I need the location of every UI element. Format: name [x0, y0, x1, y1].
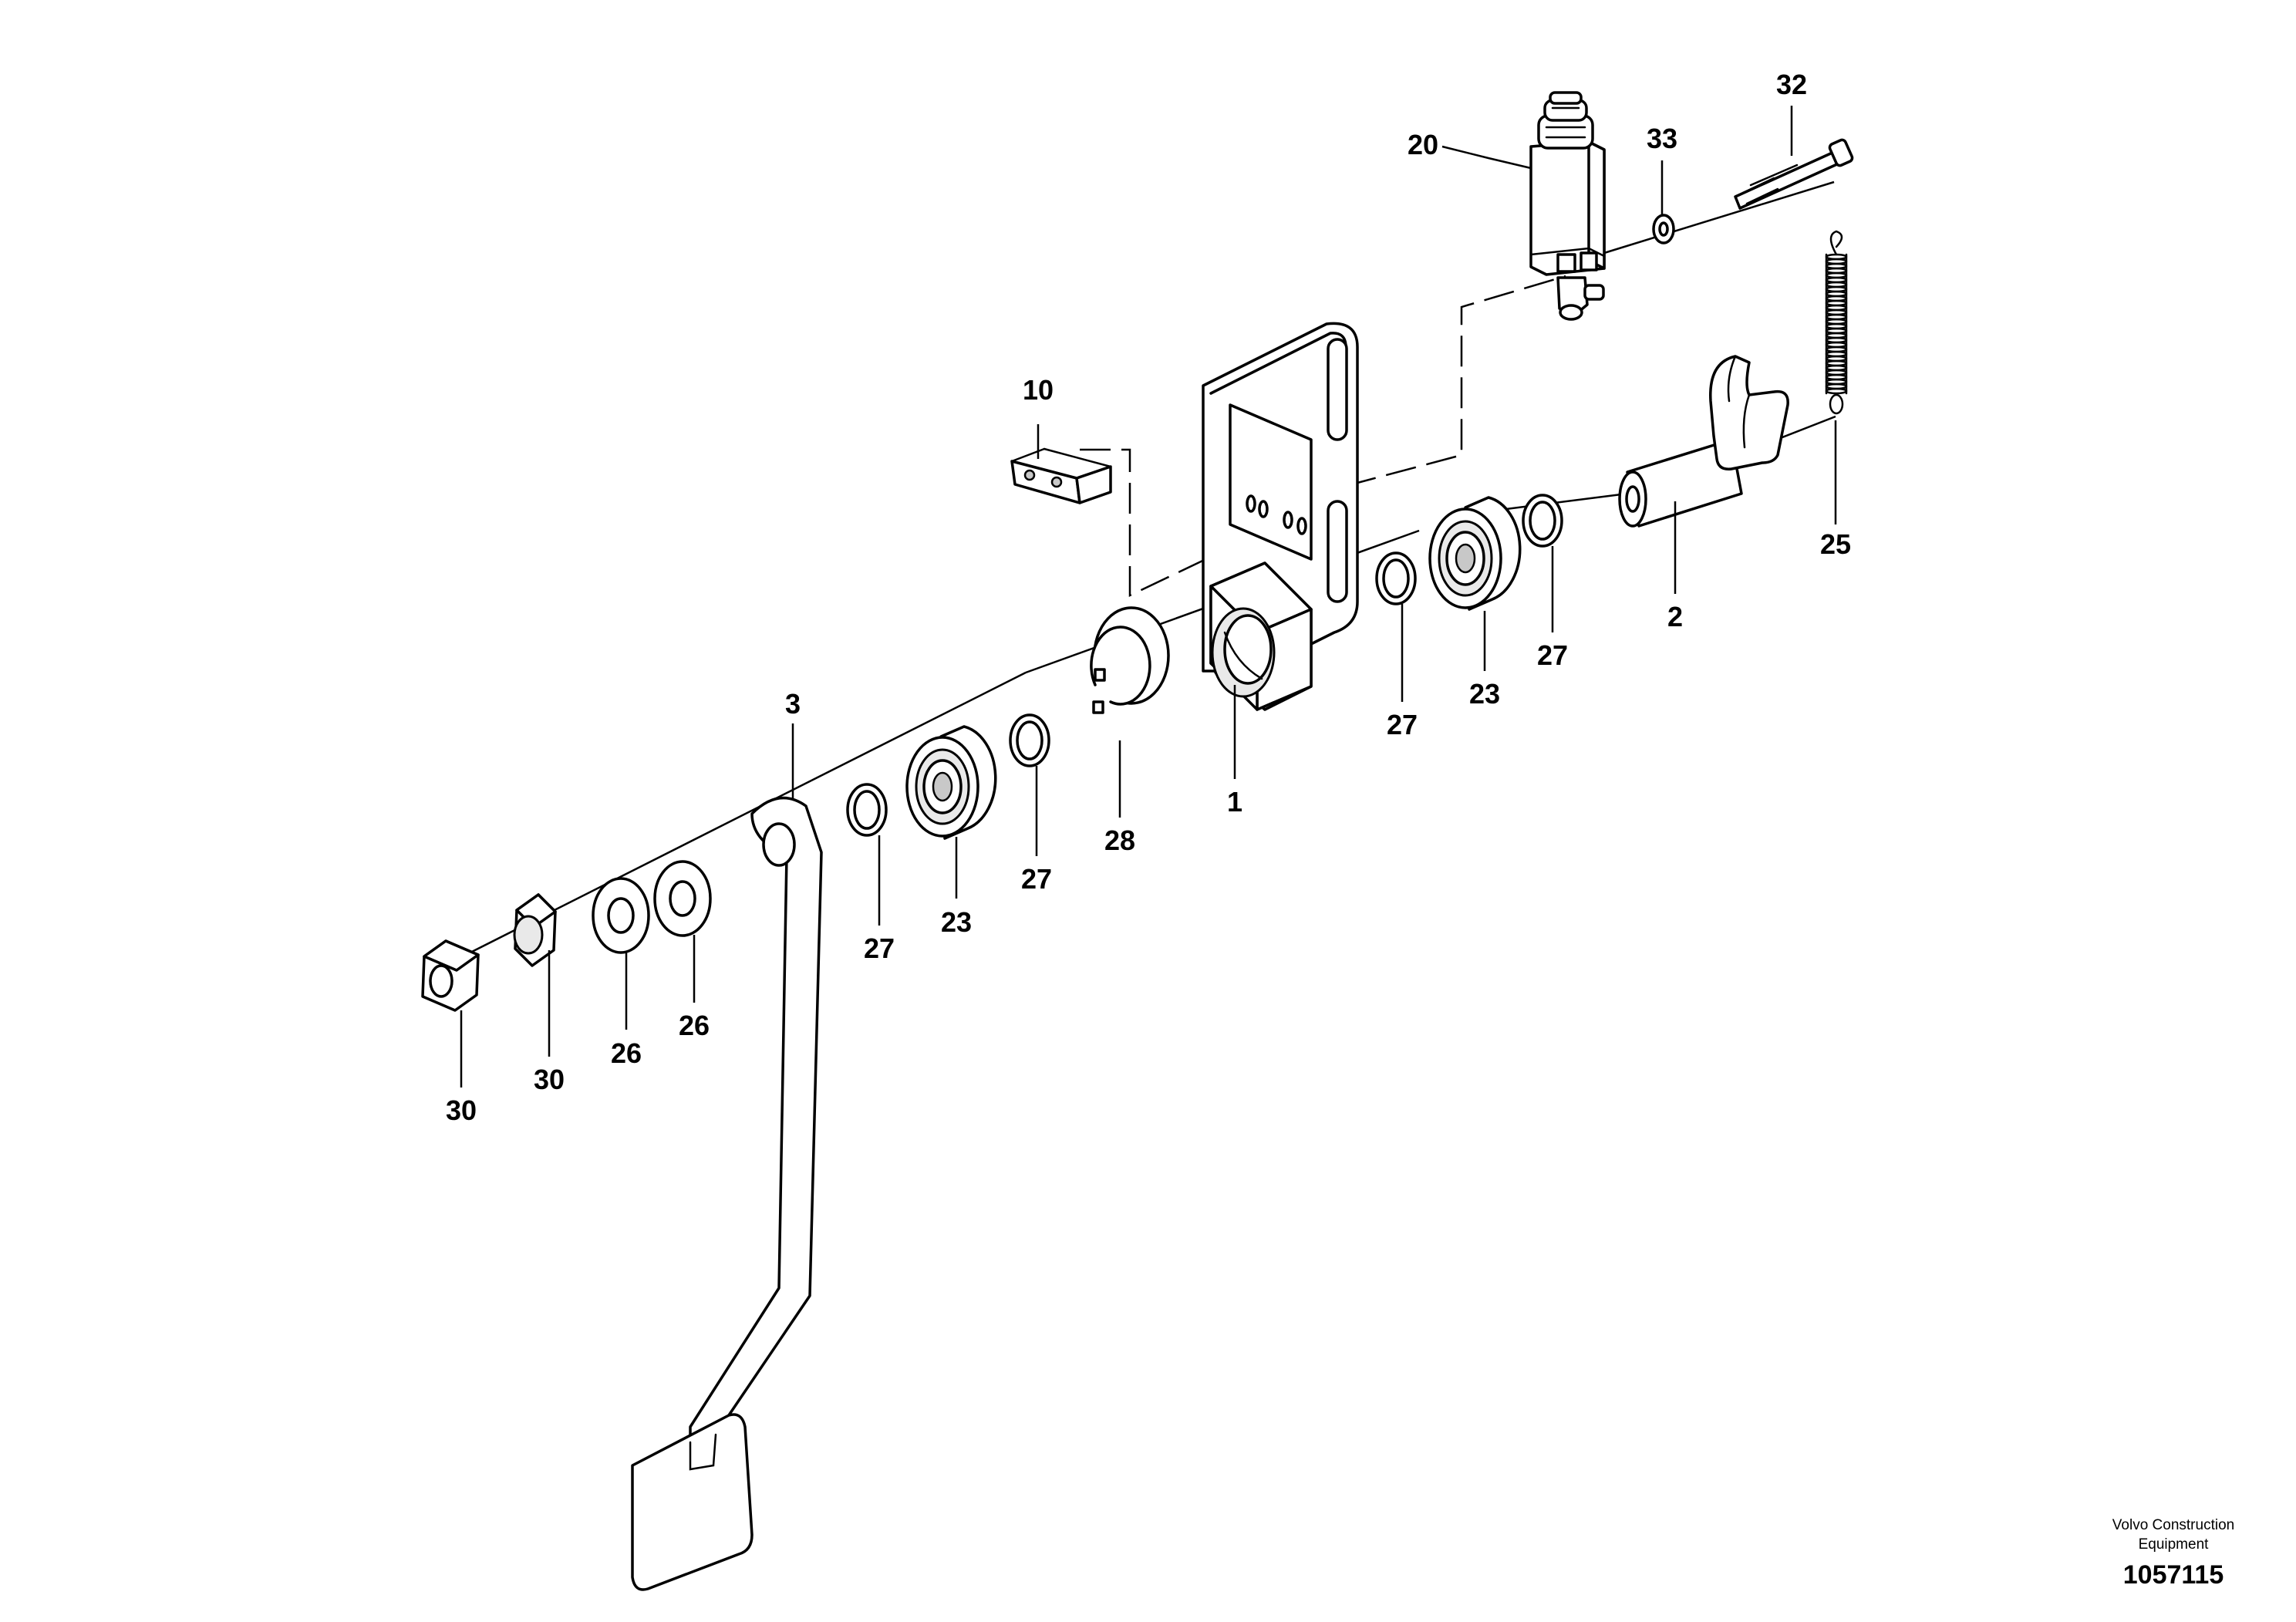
- washer-part-27-b: [1009, 713, 1050, 767]
- nut-part-30-a: [513, 893, 557, 967]
- washer-part-27-d: [1522, 494, 1563, 548]
- callout-33: 33: [1647, 123, 1677, 154]
- callout-27-c: 27: [1387, 709, 1418, 740]
- clip-part-10: [1010, 447, 1112, 504]
- callout-2: 2: [1667, 601, 1683, 632]
- callout-28: 28: [1104, 824, 1135, 856]
- leader-lines: [460, 106, 1837, 1088]
- shaft-part-2: [1618, 355, 1789, 528]
- bolt-part-32: [1734, 138, 1854, 210]
- washer-part-26-b: [592, 877, 650, 954]
- callout-26-right: 26: [679, 1010, 710, 1041]
- pedal-arm-part-3: [631, 796, 823, 1591]
- washer-part-26-a: [653, 860, 712, 937]
- switch-part-20: [1529, 91, 1606, 321]
- bearing-part-23-a: [905, 725, 997, 840]
- callout-32: 32: [1776, 69, 1807, 100]
- washer-part-27-a: [846, 783, 888, 837]
- drawing-footer: Volvo Construction Equipment 1057115: [2112, 1517, 2234, 1590]
- callout-20: 20: [1408, 129, 1438, 160]
- callout-labels: 1 2 3 10 20 23 23 25 26 26 27 27 27 27 2…: [446, 69, 1851, 1126]
- callout-23-right: 23: [1469, 678, 1500, 710]
- callout-3: 3: [785, 688, 801, 720]
- circlip-part-28: [1090, 606, 1170, 714]
- brand-line-2: Equipment: [2139, 1536, 2210, 1553]
- callout-25: 25: [1820, 528, 1851, 560]
- callout-23-left: 23: [941, 906, 972, 938]
- drawing-number: 1057115: [2123, 1560, 2224, 1590]
- washer-part-27-c: [1375, 551, 1417, 605]
- callout-30-left: 30: [446, 1094, 477, 1126]
- bearing-housing-part-1: [1209, 561, 1313, 711]
- washer-part-33: [1652, 214, 1675, 244]
- spring-bottom-hook: [1829, 393, 1844, 415]
- callout-27-d: 27: [1537, 639, 1568, 671]
- callout-26-left: 26: [611, 1037, 642, 1069]
- nut-part-30-b: [421, 939, 480, 1012]
- spring-part-25: [1825, 230, 1848, 415]
- bearing-part-23-b: [1428, 496, 1522, 611]
- callout-10: 10: [1023, 374, 1054, 406]
- spring-coil: [1825, 387, 1848, 395]
- callout-30-right: 30: [534, 1064, 565, 1095]
- callout-1: 1: [1227, 786, 1242, 818]
- callout-27-a: 27: [864, 932, 895, 964]
- callout-27-b: 27: [1021, 863, 1052, 895]
- spring-top-hook: [1829, 230, 1843, 256]
- brand-line-1: Volvo Construction: [2112, 1517, 2234, 1533]
- assembly-axis-lines: [454, 180, 1836, 962]
